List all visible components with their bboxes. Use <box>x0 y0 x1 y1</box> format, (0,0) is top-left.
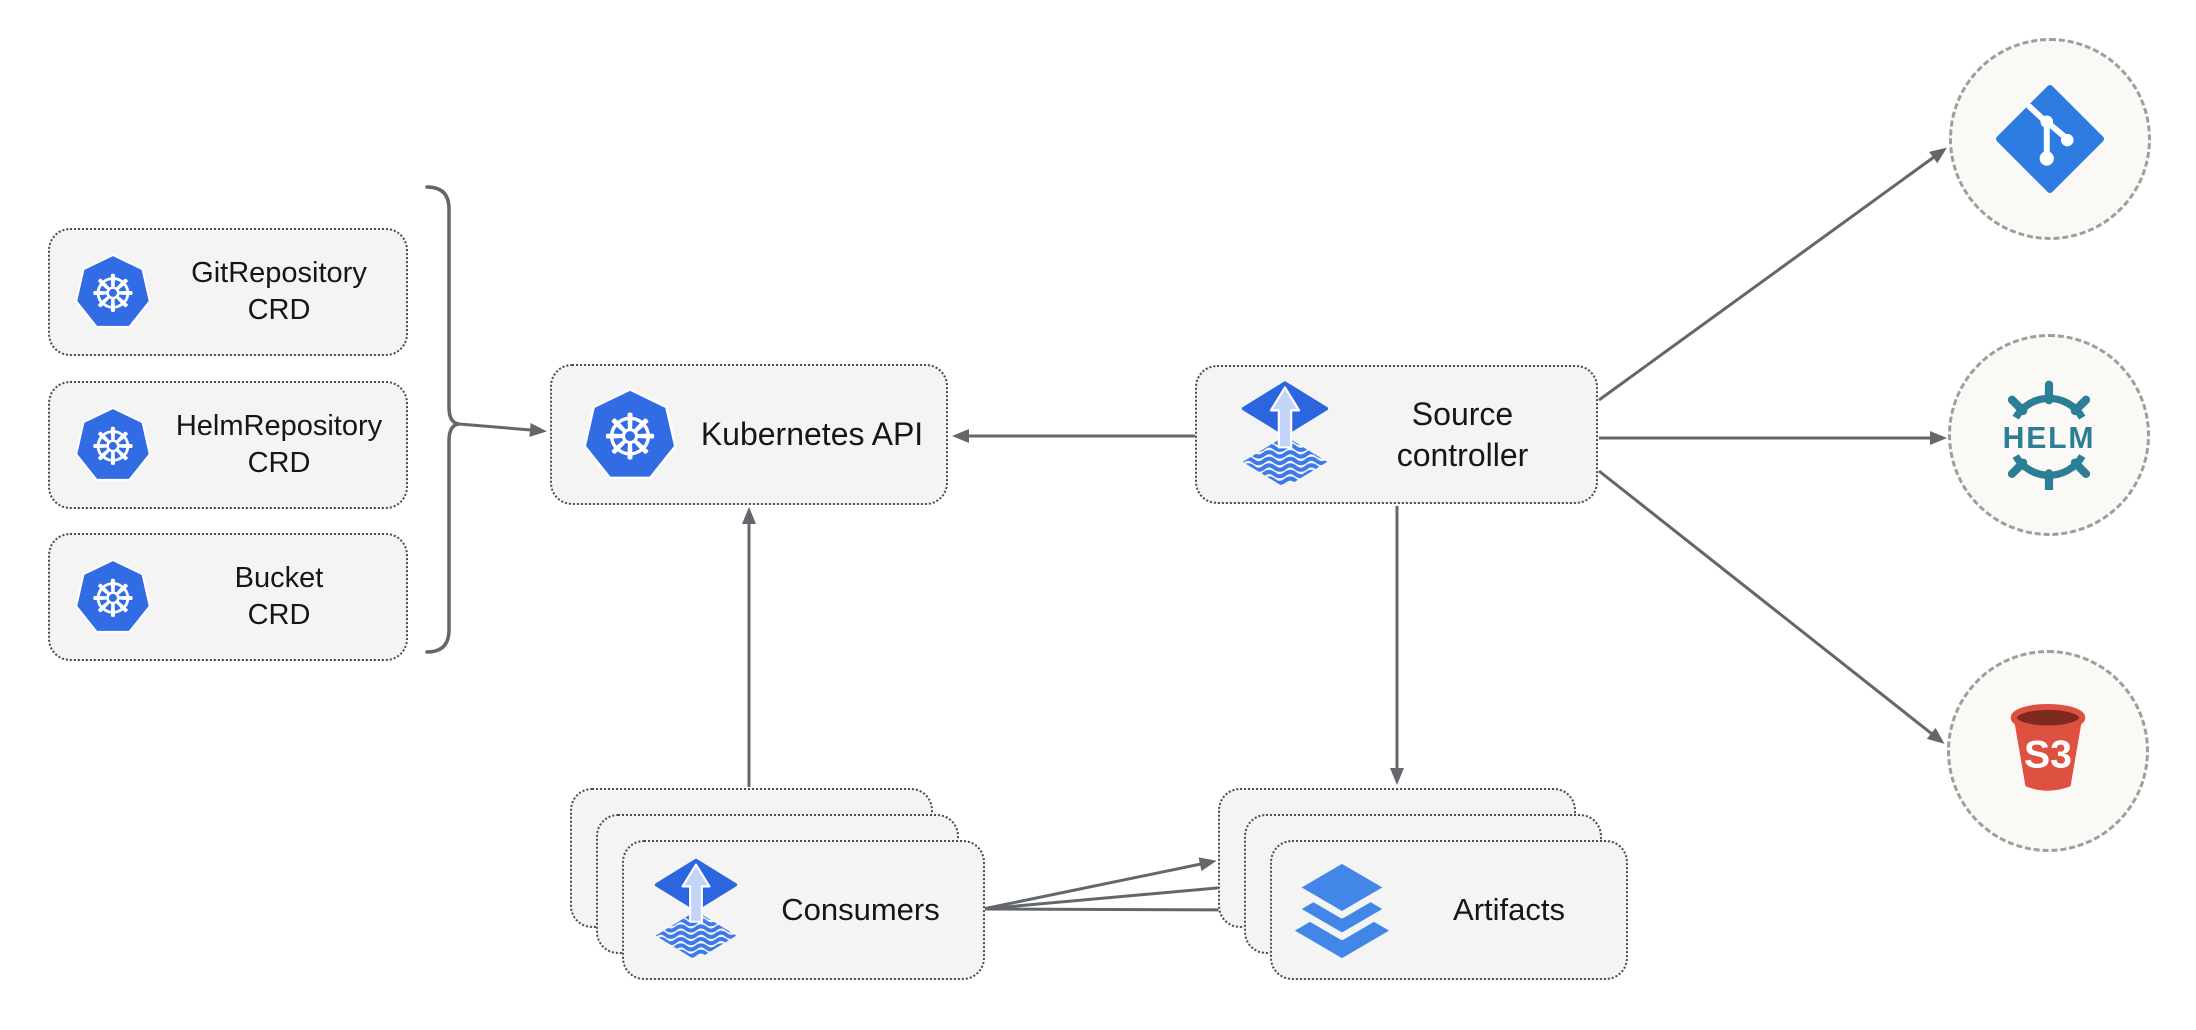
layers-icon <box>1292 858 1392 962</box>
git-icon <box>1996 85 2104 193</box>
kubernetes-api-label: Kubernetes API <box>700 416 924 452</box>
arrow-crds-to-kubernetes-api <box>458 422 547 437</box>
artifacts-stack: Artifacts <box>1218 788 1629 981</box>
artifacts-node: Artifacts <box>1270 840 1628 980</box>
s3-source-circle <box>1947 650 2149 852</box>
source-controller-label: Source controller <box>1396 395 1529 473</box>
s3-bucket-icon <box>1999 696 2097 806</box>
consumers-stack: Consumers <box>570 788 986 981</box>
flux-icon <box>654 855 738 965</box>
helmrepository-crd-label: HelmRepository CRD <box>175 410 383 479</box>
helm-icon <box>1985 380 2113 490</box>
arrow-consumers-to-artifact-2 <box>982 880 1244 911</box>
crd-group-bracket <box>425 185 460 654</box>
source-controller-node: Source controller <box>1195 365 1598 504</box>
consumers-label: Consumers <box>781 892 940 927</box>
artifacts-label: Artifacts <box>1453 892 1565 927</box>
bucket-crd-node: Bucket CRD <box>48 533 408 661</box>
arrow-consumers-to-artifact-3 <box>982 902 1270 917</box>
bucket-crd-label: Bucket CRD <box>234 562 324 631</box>
kubernetes-icon <box>74 558 152 636</box>
arrow-consumers-to-artifact-1 <box>982 857 1217 911</box>
kubernetes-icon <box>74 406 152 484</box>
helm-source-circle <box>1948 334 2150 536</box>
gitrepository-crd-label: GitRepository CRD <box>191 257 367 326</box>
kubernetes-icon <box>582 387 678 483</box>
kubernetes-api-node: Kubernetes API <box>550 364 948 505</box>
arrow-source-to-git <box>1598 147 1947 402</box>
arrow-source-to-s3 <box>1598 469 1945 744</box>
consumers-node: Consumers <box>622 840 985 980</box>
git-source-circle <box>1949 38 2151 240</box>
flux-icon <box>1241 381 1329 489</box>
gitrepository-crd-node: GitRepository CRD <box>48 228 408 356</box>
helmrepository-crd-node: HelmRepository CRD <box>48 381 408 509</box>
kubernetes-icon <box>74 253 152 331</box>
